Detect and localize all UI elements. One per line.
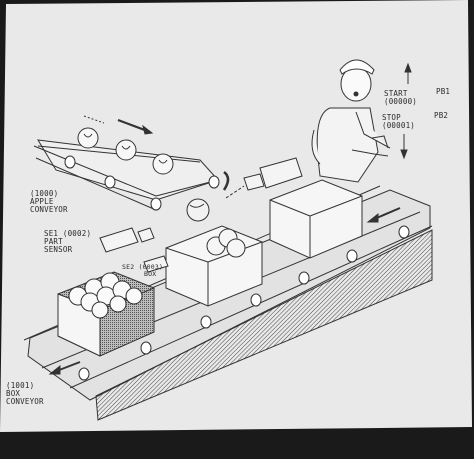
stop-button-text: STOP <box>382 113 401 122</box>
part-sensor-address: SE1 (0002) <box>44 229 92 238</box>
apples-on-conveyor <box>77 127 174 175</box>
box-conveyor-line2: CONVEYOR <box>6 397 44 406</box>
start-button-text: START <box>384 89 408 98</box>
box-sensor-address: SE2 (0003) <box>122 263 164 271</box>
full-box <box>57 271 155 357</box>
operator <box>311 59 391 183</box>
apple-conveyor <box>33 115 230 211</box>
part-sensor-line2: SENSOR <box>44 245 73 254</box>
apple-conveyor-address: (1000) <box>30 189 59 198</box>
box-conveyor-label: (1001) BOX CONVEYOR <box>6 382 44 406</box>
start-button-tag: PB1 <box>436 87 451 96</box>
apple-conveyor-label: (1000) APPLE CONVEYOR <box>30 190 68 214</box>
part-sensor-line1: PART <box>44 237 63 246</box>
box-sensor-label: SE2 (0003) BOX <box>122 264 163 278</box>
apple-conveyor-line1: APPLE <box>30 197 54 206</box>
part-sensor-label: SE1 (0002) PART SENSOR <box>44 230 91 254</box>
apple-conveyor-line2: CONVEYOR <box>30 205 68 214</box>
box-conveyor-line1: BOX <box>6 389 21 398</box>
falling-apple <box>186 198 210 222</box>
stop-button-label: STOP (00001) <box>382 114 415 130</box>
start-button-label: START (00000) <box>384 90 417 106</box>
stop-button-tag: PB2 <box>434 111 449 120</box>
stop-button-address: (00001) <box>382 121 416 130</box>
box-conveyor-address: (1001) <box>6 381 35 390</box>
push-buttons <box>400 62 412 160</box>
start-button-address: (00000) <box>384 97 418 106</box>
box-sensor-line1: BOX <box>144 270 157 278</box>
empty-box <box>269 179 363 259</box>
part-sensor-head <box>225 157 303 199</box>
box-sensor-head <box>99 227 169 273</box>
middle-box <box>165 225 263 307</box>
